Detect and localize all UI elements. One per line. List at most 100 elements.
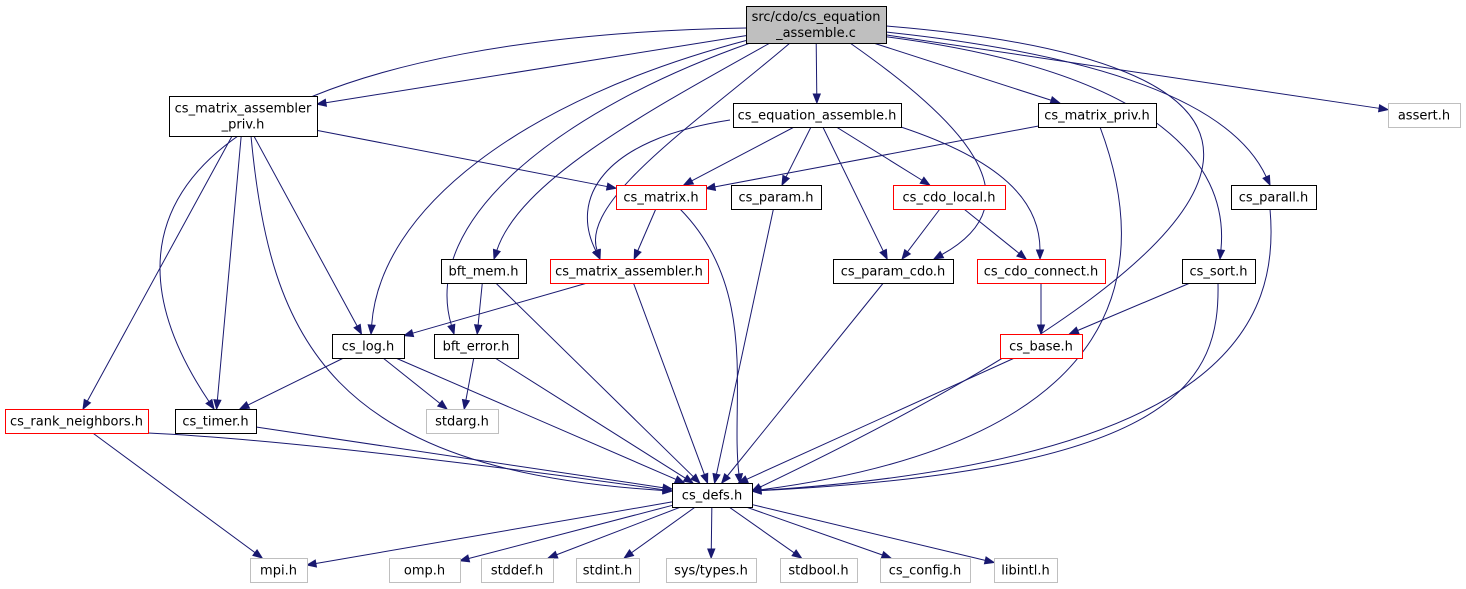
edge-line xyxy=(691,126,795,182)
edge-line xyxy=(412,282,588,334)
edge-line xyxy=(477,282,483,326)
edge-timer-to-defs xyxy=(255,426,674,492)
edge-cdo_local-to-param_cdo xyxy=(901,208,941,261)
edge-arrowhead xyxy=(353,323,363,336)
edge-defs-to-libintl xyxy=(751,504,996,565)
node-label: cs_equation_assemble.h xyxy=(738,109,897,124)
edge-arrowhead xyxy=(461,398,471,411)
node-box xyxy=(994,558,1058,583)
edge-arrowhead xyxy=(473,324,483,336)
node-omp: omp.h xyxy=(389,558,461,583)
edge-line xyxy=(785,126,812,178)
node-param-cdo[interactable]: cs_param_cdo.h xyxy=(833,259,954,284)
edge-arrowhead xyxy=(707,548,716,560)
edge-matrix-to-mat_asm xyxy=(633,208,657,261)
node-label: bft_error.h xyxy=(443,340,510,355)
edge-line xyxy=(247,357,344,406)
node-label: src/cdo/cs_equation xyxy=(752,10,881,25)
edge-arrowhead xyxy=(734,473,744,485)
node-box xyxy=(731,185,822,210)
edge-line xyxy=(715,208,774,475)
edge-line xyxy=(316,129,608,188)
node-label: cs_cdo_local.h xyxy=(903,191,996,206)
node-label: cs_matrix.h xyxy=(623,191,698,206)
edge-line xyxy=(147,432,664,491)
node-box xyxy=(169,96,318,137)
edge-arrowhead xyxy=(791,549,803,559)
edge-line xyxy=(216,135,242,401)
edge-line xyxy=(495,282,694,478)
edge-arrowhead xyxy=(690,473,701,484)
edge-mat_asm_priv-to-timer xyxy=(213,135,242,411)
node-eq-asm-h[interactable]: cs_equation_assemble.h xyxy=(733,103,902,128)
node-rank-nb[interactable]: cs_rank_neighbors.h xyxy=(5,409,149,434)
node-box xyxy=(977,259,1106,284)
edge-line xyxy=(885,34,1380,109)
edge-eq_asm_h-to-mat_asm xyxy=(587,119,731,261)
node-timer[interactable]: cs_timer.h xyxy=(175,409,257,434)
node-mat-asm-priv[interactable]: cs_matrix_assembler_priv.h xyxy=(169,96,318,137)
edge-arrowhead xyxy=(402,328,415,338)
node-label: stdbool.h xyxy=(788,564,848,579)
edge-eq_asm_h-to-cdo_connect xyxy=(900,126,1045,261)
node-param[interactable]: cs_param.h xyxy=(731,185,822,210)
node-label: cs_param_cdo.h xyxy=(841,265,946,280)
node-mat-asm[interactable]: cs_matrix_assembler.h xyxy=(550,259,709,284)
edge-defs-to-mpi xyxy=(305,501,673,568)
node-mat-priv[interactable]: cs_matrix_priv.h xyxy=(1038,103,1157,128)
edge-arrowhead xyxy=(737,475,749,484)
node-mpi: mpi.h xyxy=(250,558,308,583)
node-label: _assemble.c xyxy=(775,26,856,41)
node-label: cs_config.h xyxy=(889,564,962,579)
edge-mat_asm_priv-to-matrix xyxy=(316,129,618,191)
edge-root-to-parall xyxy=(885,31,1271,187)
edge-line xyxy=(822,126,884,252)
node-log[interactable]: cs_log.h xyxy=(332,334,405,359)
edge-root-to-mat_priv xyxy=(873,42,1062,105)
edge-arrowhead xyxy=(238,401,251,410)
node-box xyxy=(5,409,149,434)
node-sort[interactable]: cs_sort.h xyxy=(1182,259,1256,284)
edge-sort-to-base xyxy=(1068,282,1191,335)
edge-arrowhead xyxy=(1016,249,1028,260)
edge-line xyxy=(86,135,233,402)
edge-root-to-assert xyxy=(885,34,1390,113)
node-base[interactable]: cs_base.h xyxy=(1000,334,1083,359)
node-cdo-connect[interactable]: cs_cdo_connect.h xyxy=(977,259,1106,284)
edge-matrix-to-defs xyxy=(679,208,744,485)
node-label: cs_matrix_assembler.h xyxy=(555,265,703,280)
edge-line xyxy=(726,282,884,477)
node-bft-mem[interactable]: bft_mem.h xyxy=(441,259,527,284)
edge-mat_asm-to-log xyxy=(402,282,588,338)
edge-root-to-mat_asm_priv xyxy=(315,35,747,107)
node-root[interactable]: src/cdo/cs_equation_assemble.c xyxy=(746,6,887,44)
edge-line xyxy=(963,208,1020,254)
edge-eq_asm_h-to-param xyxy=(781,126,812,187)
edge-mat_asm-to-defs xyxy=(632,282,709,485)
node-label: stdarg.h xyxy=(435,415,489,430)
edge-base-to-defs xyxy=(737,357,1015,484)
edge-line xyxy=(315,501,673,565)
node-label: assert.h xyxy=(1398,109,1450,124)
node-bft-error[interactable]: bft_error.h xyxy=(434,334,519,359)
node-box xyxy=(780,558,858,583)
edge-log-to-stdarg xyxy=(382,357,449,410)
edge-arrowhead xyxy=(546,550,559,559)
edge-arrowhead xyxy=(932,250,945,260)
edge-arrowhead xyxy=(1068,326,1080,335)
node-label: cs_matrix_assembler xyxy=(175,102,312,117)
edge-arrowhead xyxy=(305,559,318,568)
edge-arrowhead xyxy=(315,98,328,107)
edge-line xyxy=(815,42,818,95)
node-matrix[interactable]: cs_matrix.h xyxy=(616,185,707,210)
node-config: cs_config.h xyxy=(880,558,971,583)
node-label: cs_sort.h xyxy=(1190,265,1248,280)
node-libintl: libintl.h xyxy=(994,558,1058,583)
node-parall[interactable]: cs_parall.h xyxy=(1231,185,1317,210)
node-cdo-local[interactable]: cs_cdo_local.h xyxy=(893,185,1006,210)
node-box xyxy=(880,558,971,583)
node-stdint: stdint.h xyxy=(576,558,640,583)
edge-line xyxy=(468,504,673,559)
edge-line xyxy=(849,42,987,256)
node-defs[interactable]: cs_defs.h xyxy=(672,483,753,508)
